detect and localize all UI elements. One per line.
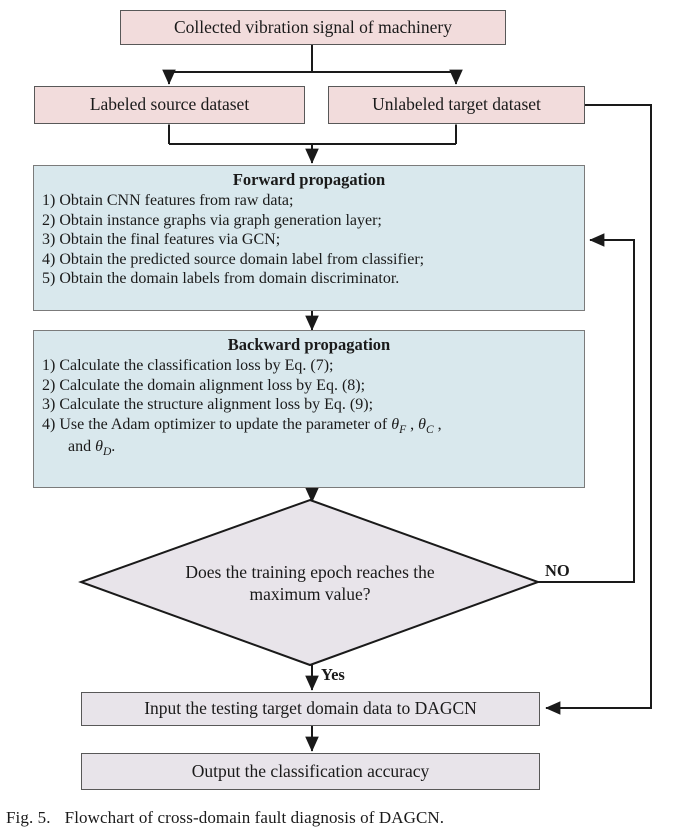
forward-propagation-item-3: 3) Obtain the final features via GCN;: [42, 231, 281, 249]
figure-caption-number: Fig. 5.: [6, 808, 51, 827]
forward-propagation-item-4: 4) Obtain the predicted source domain la…: [42, 250, 425, 268]
node-unlabeled-target-dataset-label: Unlabeled target dataset: [372, 94, 541, 115]
node-collected-vibration-signal-label: Collected vibration signal of machinery: [174, 16, 452, 37]
node-labeled-source-dataset-label: Labeled source dataset: [89, 94, 250, 115]
backward-item4-theta-d-sub: D: [102, 446, 112, 459]
node-output-accuracy-label: Output the classification accuracy: [191, 760, 430, 781]
node-unlabeled-target-dataset[interactable]: Unlabeled target dataset: [328, 86, 585, 124]
backward-propagation-item-1: 1) Calculate the classification loss by …: [42, 357, 334, 375]
decision-line-1: Does the training epoch reaches the: [185, 562, 435, 582]
node-labeled-source-dataset[interactable]: Labeled source dataset: [34, 86, 305, 124]
backward-item4-continuation: and θD.: [42, 437, 584, 459]
figure-caption-text: Flowchart of cross-domain fault diagnosi…: [64, 808, 445, 827]
node-input-testing-label: Input the testing target domain data to …: [144, 698, 477, 719]
node-forward-propagation[interactable]: Forward propagation 1) Obtain CNN featur…: [33, 165, 585, 311]
edge-label-yes: Yes: [321, 665, 345, 685]
forward-propagation-item-1: 1) Obtain CNN features from raw data;: [42, 192, 294, 210]
backward-item4-theta-d: θ: [95, 437, 103, 455]
node-output-classification-accuracy[interactable]: Output the classification accuracy: [81, 753, 540, 790]
decision-line-2: maximum value?: [249, 583, 371, 604]
backward-propagation-item-2: 2) Calculate the domain alignment loss b…: [42, 376, 366, 394]
edge-label-no-text: NO: [545, 561, 570, 580]
backward-item4-theta-c-sub: C: [425, 423, 434, 436]
node-collected-vibration-signal[interactable]: Collected vibration signal of machinery: [120, 10, 506, 45]
backward-item4-cont-suffix: .: [111, 437, 116, 455]
node-input-testing-target-domain[interactable]: Input the testing target domain data to …: [81, 692, 540, 726]
node-backward-propagation[interactable]: Backward propagation 1) Calculate the cl…: [33, 330, 585, 488]
backward-propagation-item-3: 3) Calculate the structure alignment los…: [42, 396, 374, 414]
forward-propagation-item-2: 2) Obtain instance graphs via graph gene…: [42, 211, 382, 229]
edge-label-no: NO: [545, 561, 570, 581]
forward-propagation-item-5: 5) Obtain the domain labels from domain …: [42, 270, 400, 288]
edge-label-yes-text: Yes: [321, 665, 345, 684]
backward-item4-theta-c: θ: [418, 415, 426, 433]
backward-item4-theta-f-sub: F: [399, 423, 407, 436]
figure-caption: Fig. 5. Flowchart of cross-domain fault d…: [6, 808, 444, 828]
decision-diamond-label: Does the training epoch reaches the maxi…: [130, 562, 490, 606]
decision-diamond: [78, 498, 541, 667]
backward-item4-comma: ,: [433, 415, 442, 433]
backward-propagation-title: Backward propagation: [227, 335, 391, 354]
backward-item4-separator: ,: [406, 415, 419, 433]
backward-item4-prefix: 4) Use the Adam optimizer to update the …: [42, 415, 392, 433]
backward-propagation-item-4: 4) Use the Adam optimizer to update the …: [34, 415, 584, 459]
backward-item4-theta-f: θ: [391, 415, 400, 433]
forward-propagation-title: Forward propagation: [232, 170, 386, 189]
backward-item4-cont-prefix: and: [68, 437, 96, 455]
